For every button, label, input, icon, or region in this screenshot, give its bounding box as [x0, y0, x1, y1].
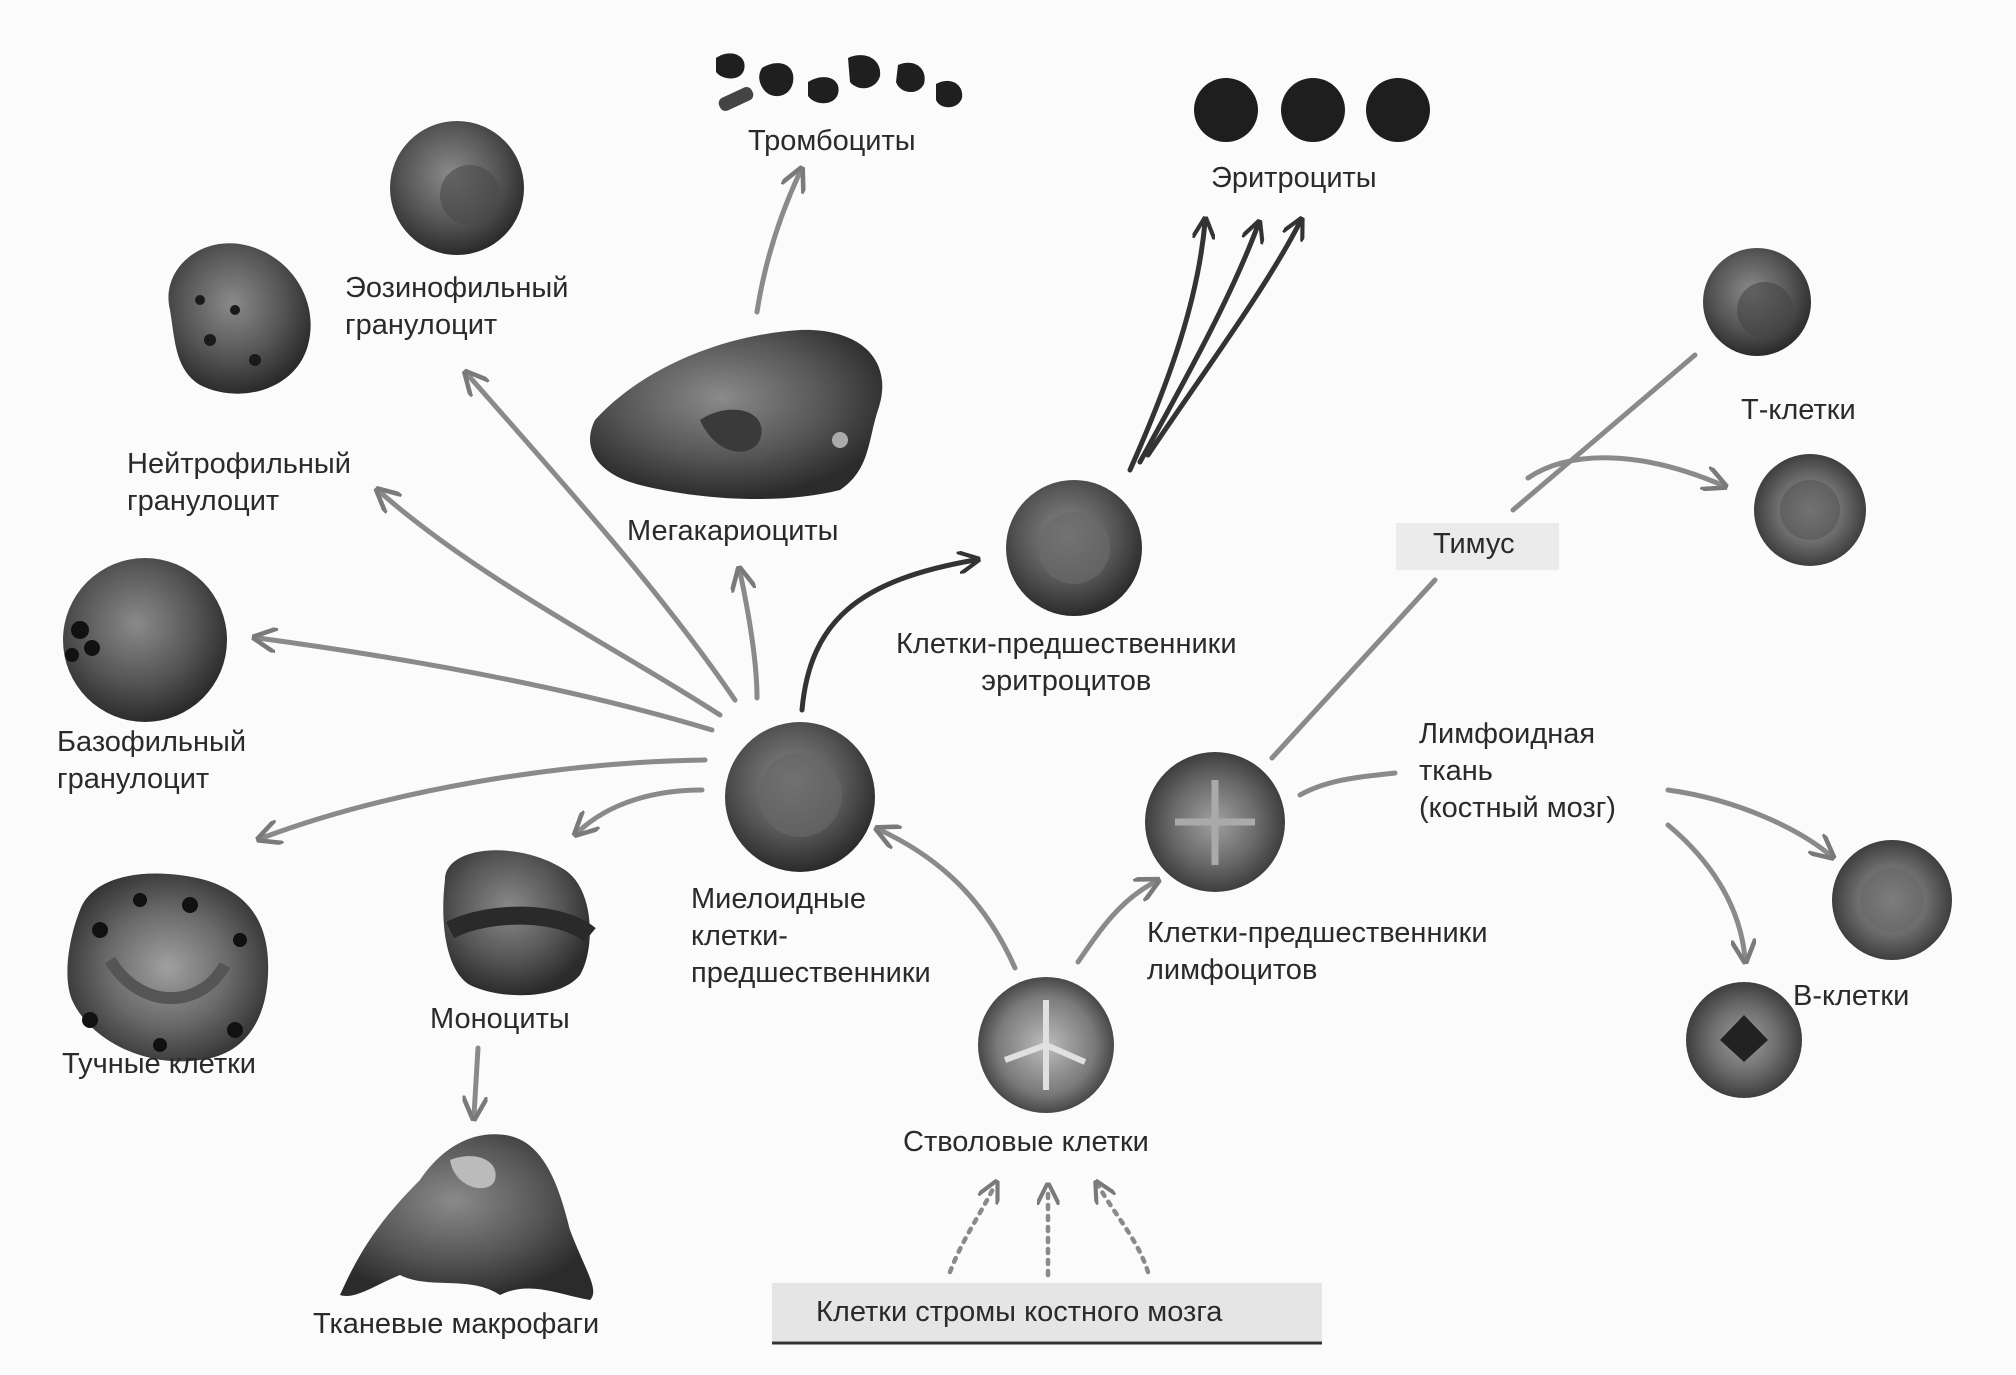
- arrow-tissue-to-bcell1: [1665, 787, 1830, 855]
- thymus-box: [1396, 523, 1559, 570]
- stem-cell-icon: [978, 977, 1114, 1113]
- arrow-to-erythrocyte-3: [1145, 222, 1300, 458]
- lymphoid-progenitor-cell-icon: [1145, 752, 1285, 892]
- label-basophil-line2: гранулоцит: [57, 763, 210, 795]
- b-cell-2-icon: [1686, 982, 1802, 1098]
- label-myeloid-progenitors-line1: Миелоидные: [691, 883, 867, 915]
- myeloid-progenitor-cell-icon: [725, 722, 875, 872]
- label-erythroid-progenitors-line2: эритроцитов: [981, 665, 1152, 697]
- arrow-to-megakaryocyte: [740, 572, 760, 701]
- label-myeloid-progenitors: Миелоидные клетки- предшественники: [691, 881, 931, 992]
- stroma-box: [772, 1283, 1322, 1341]
- erythrocytes-icon: [1194, 78, 1430, 142]
- arrow-stem-to-myeloid: [880, 830, 1018, 971]
- label-thymus: Тимус: [1433, 528, 1515, 560]
- platelets-icon: [716, 53, 963, 111]
- label-eosinophil-line1: Эозинофильный: [345, 272, 569, 304]
- label-myeloid-progenitors-line2: клетки-: [691, 920, 788, 952]
- label-lymphoid-progenitors: Клетки-предшественники лимфоцитов: [1147, 915, 1488, 989]
- arrow-tissue-to-bcell2: [1665, 822, 1745, 958]
- basophil-cell-icon: [63, 558, 227, 722]
- arrow-to-neutrophil: [380, 492, 723, 718]
- line-lymphoid-to-lymphtissue: [1297, 770, 1398, 798]
- label-megakaryocytes: Мегакариоциты: [627, 515, 839, 547]
- arrow-to-erythrocyte-2: [1137, 225, 1258, 465]
- label-lymphoid-tissue-line1: Лимфоидная: [1419, 718, 1596, 750]
- label-mast-cells: Тучные клетки: [62, 1048, 257, 1080]
- label-b-cells: В-клетки: [1793, 980, 1910, 1012]
- line-lymphoid-to-thymus: [1269, 577, 1438, 761]
- label-eosinophil: Эозинофильный гранулоцит: [345, 270, 568, 344]
- t-cell-icon: [1703, 248, 1811, 356]
- label-lymphoid-progenitors-line1: Клетки-предшественники: [1147, 917, 1488, 949]
- label-basophil: Базофильный гранулоцит: [57, 724, 246, 798]
- arrow-to-mast: [262, 757, 708, 838]
- arrow-to-basophil: [258, 638, 715, 733]
- label-lymphoid-tissue-line2: ткань: [1419, 755, 1493, 787]
- arrow-megakaryocyte-to-platelets: [754, 172, 800, 315]
- label-neutrophil-line2: гранулоцит: [127, 485, 280, 517]
- b-cell-icon: [1832, 840, 1952, 960]
- label-erythrocytes: Эритроциты: [1211, 162, 1377, 194]
- arrows: [258, 172, 1830, 1115]
- arrow-thymus-to-tcell2: [1525, 455, 1722, 485]
- t-cell-2-icon: [1754, 454, 1866, 566]
- macrophage-cell-icon: [340, 1134, 594, 1300]
- erythroid-progenitor-cell-icon: [1006, 480, 1142, 616]
- megakaryocyte-cell-icon: [590, 329, 883, 500]
- monocyte-cell-icon: [443, 850, 596, 996]
- arrow-to-erythrocyte-1: [1127, 222, 1205, 473]
- label-erythroid-progenitors: Клетки-предшественники эритроцитов: [896, 626, 1237, 700]
- label-basophil-line1: Базофильный: [57, 726, 247, 758]
- arrow-to-eosinophil: [468, 375, 738, 703]
- arrow-monocyte-to-macrophage: [474, 1045, 478, 1115]
- neutrophil-cell-icon: [168, 243, 311, 394]
- label-erythroid-progenitors-line1: Клетки-предшественники: [896, 628, 1237, 660]
- label-lymphoid-tissue: Лимфоидная ткань (костный мозг): [1419, 716, 1616, 827]
- label-t-cells: Т-клетки: [1741, 394, 1856, 426]
- label-monocytes: Моноциты: [430, 1003, 570, 1035]
- stroma-arrows: [947, 1185, 1151, 1278]
- label-myeloid-progenitors-line3: предшественники: [691, 957, 931, 989]
- arrow-to-erythroid-progenitor: [799, 560, 975, 713]
- mast-cell-icon: [67, 873, 269, 1062]
- label-neutrophil-line1: Нейтрофильный: [127, 448, 351, 480]
- label-lymphoid-progenitors-line2: лимфоцитов: [1147, 954, 1318, 986]
- label-neutrophil: Нейтрофильный гранулоцит: [127, 446, 351, 520]
- eosinophil-cell-icon: [390, 121, 524, 255]
- label-macrophages: Тканевые макрофаги: [313, 1308, 600, 1340]
- arrow-stem-to-lymphoid: [1075, 882, 1155, 965]
- line-thymus-to-tcell: [1510, 352, 1698, 513]
- label-stroma: Клетки стромы костного мозга: [816, 1296, 1223, 1328]
- label-stem-cells: Стволовые клетки: [903, 1126, 1149, 1158]
- label-platelets: Тромбоциты: [748, 125, 916, 157]
- arrow-to-monocyte: [578, 787, 705, 832]
- label-lymphoid-tissue-line3: (костный мозг): [1419, 792, 1616, 824]
- label-eosinophil-line2: гранулоцит: [345, 309, 498, 341]
